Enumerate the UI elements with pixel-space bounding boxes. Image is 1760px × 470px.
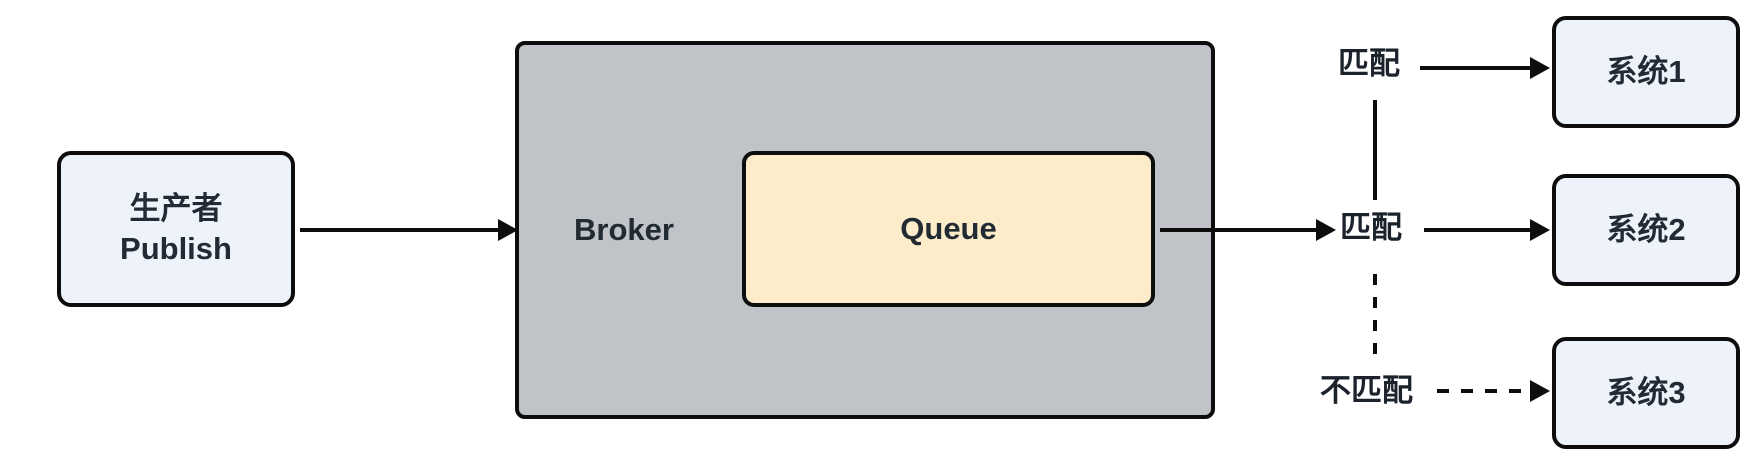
edge-producer-to-broker bbox=[300, 228, 505, 232]
edge-label-match-system1: 匹配 bbox=[1338, 46, 1400, 81]
edge-label-match-system2: 匹配 bbox=[1340, 210, 1402, 245]
arrow-head-icon-nomatch-to-system3 bbox=[1530, 380, 1550, 402]
edge-broker-to-match bbox=[1160, 228, 1330, 232]
node-system-3[interactable]: 系统3 bbox=[1552, 337, 1740, 449]
node-system-2[interactable]: 系统2 bbox=[1552, 174, 1740, 286]
edge-branch-vertical-solid bbox=[1373, 100, 1377, 200]
edge-label-nomatch-system3: 不匹配 bbox=[1320, 373, 1413, 408]
node-producer[interactable]: 生产者 Publish bbox=[57, 151, 295, 307]
arrow-head-icon-match-to-system1 bbox=[1530, 57, 1550, 79]
node-queue[interactable]: Queue bbox=[742, 151, 1155, 307]
edge-match-to-system1 bbox=[1420, 66, 1540, 70]
queue-label: Queue bbox=[900, 211, 997, 247]
broker-label: Broker bbox=[574, 212, 674, 248]
node-system-1[interactable]: 系统1 bbox=[1552, 16, 1740, 128]
edge-match-to-system2 bbox=[1424, 228, 1540, 232]
arrow-head-icon-broker-to-match bbox=[1316, 219, 1336, 241]
edge-branch-vertical-dashed bbox=[1373, 274, 1377, 354]
arrow-head-icon-match-to-system2 bbox=[1530, 219, 1550, 241]
arrow-head-icon-producer-to-broker bbox=[498, 219, 518, 241]
edge-nomatch-to-system3 bbox=[1437, 389, 1537, 393]
system-2-label: 系统2 bbox=[1606, 212, 1686, 248]
producer-label: 生产者 Publish bbox=[120, 189, 232, 268]
producer-label-line1: 生产者 bbox=[129, 191, 223, 227]
producer-label-line2: Publish bbox=[120, 231, 232, 266]
system-3-label: 系统3 bbox=[1606, 375, 1686, 411]
system-1-label: 系统1 bbox=[1606, 54, 1686, 90]
